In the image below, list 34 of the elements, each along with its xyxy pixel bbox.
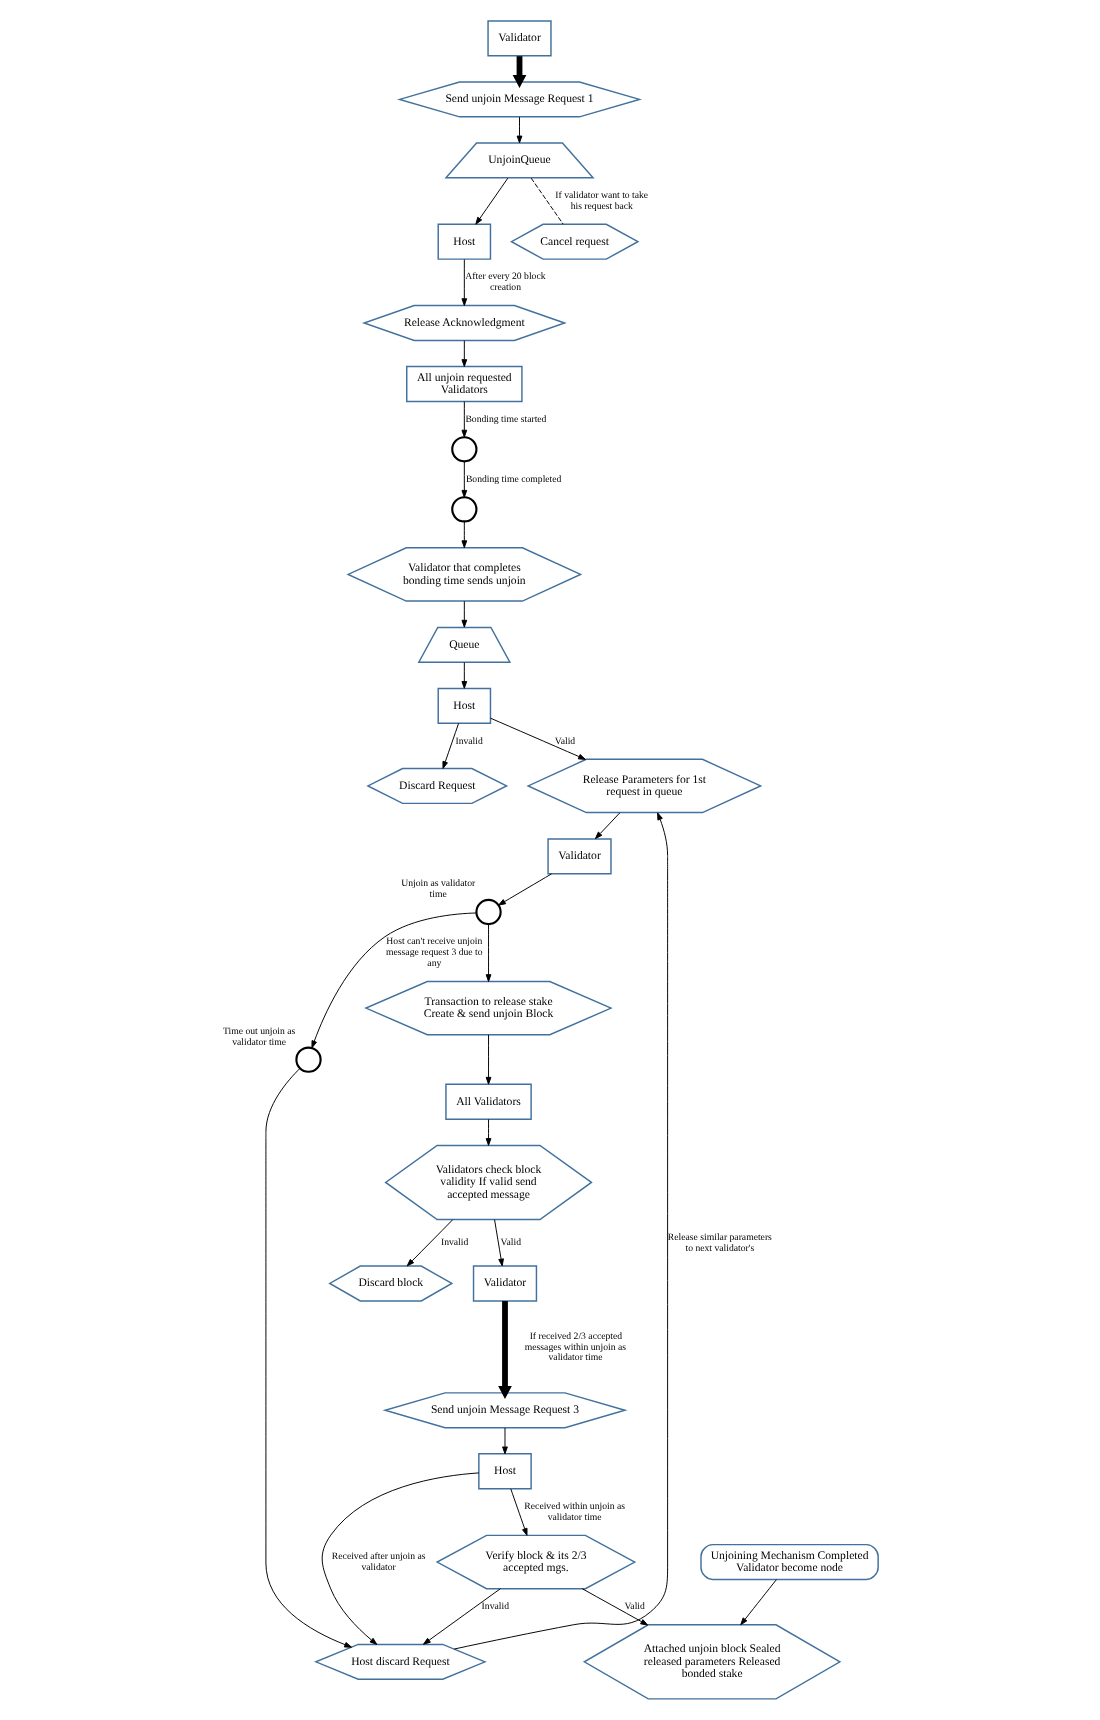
arrow	[485, 1118, 492, 1146]
arrow	[461, 401, 468, 438]
arrow	[502, 1427, 508, 1455]
arrow	[498, 1301, 512, 1399]
arrow	[485, 1034, 492, 1085]
arrow	[475, 177, 509, 225]
arrow	[581, 1588, 649, 1626]
node-clock	[451, 436, 478, 463]
arrow	[512, 56, 527, 89]
arrow	[311, 912, 477, 1049]
arrow	[510, 1488, 528, 1536]
node-clock	[451, 496, 478, 523]
node-clock	[475, 898, 502, 926]
arrow	[461, 461, 468, 498]
arrow	[442, 722, 460, 769]
arrow	[265, 1067, 352, 1648]
arrow	[453, 812, 669, 1650]
node-clock	[295, 1046, 322, 1073]
arrow	[594, 812, 621, 840]
arrow	[461, 521, 468, 549]
arrow	[423, 1588, 501, 1645]
arrow	[740, 1579, 777, 1626]
arrow	[498, 873, 552, 906]
arrow	[490, 717, 586, 760]
arrow	[461, 662, 468, 689]
connector	[530, 177, 564, 225]
arrow	[485, 923, 492, 982]
arrow	[406, 1219, 454, 1267]
arrow	[321, 1472, 480, 1645]
arrow	[461, 340, 468, 367]
arrow	[516, 116, 523, 144]
arrow	[494, 1219, 504, 1267]
arrow	[461, 600, 468, 628]
arrow	[461, 259, 468, 306]
